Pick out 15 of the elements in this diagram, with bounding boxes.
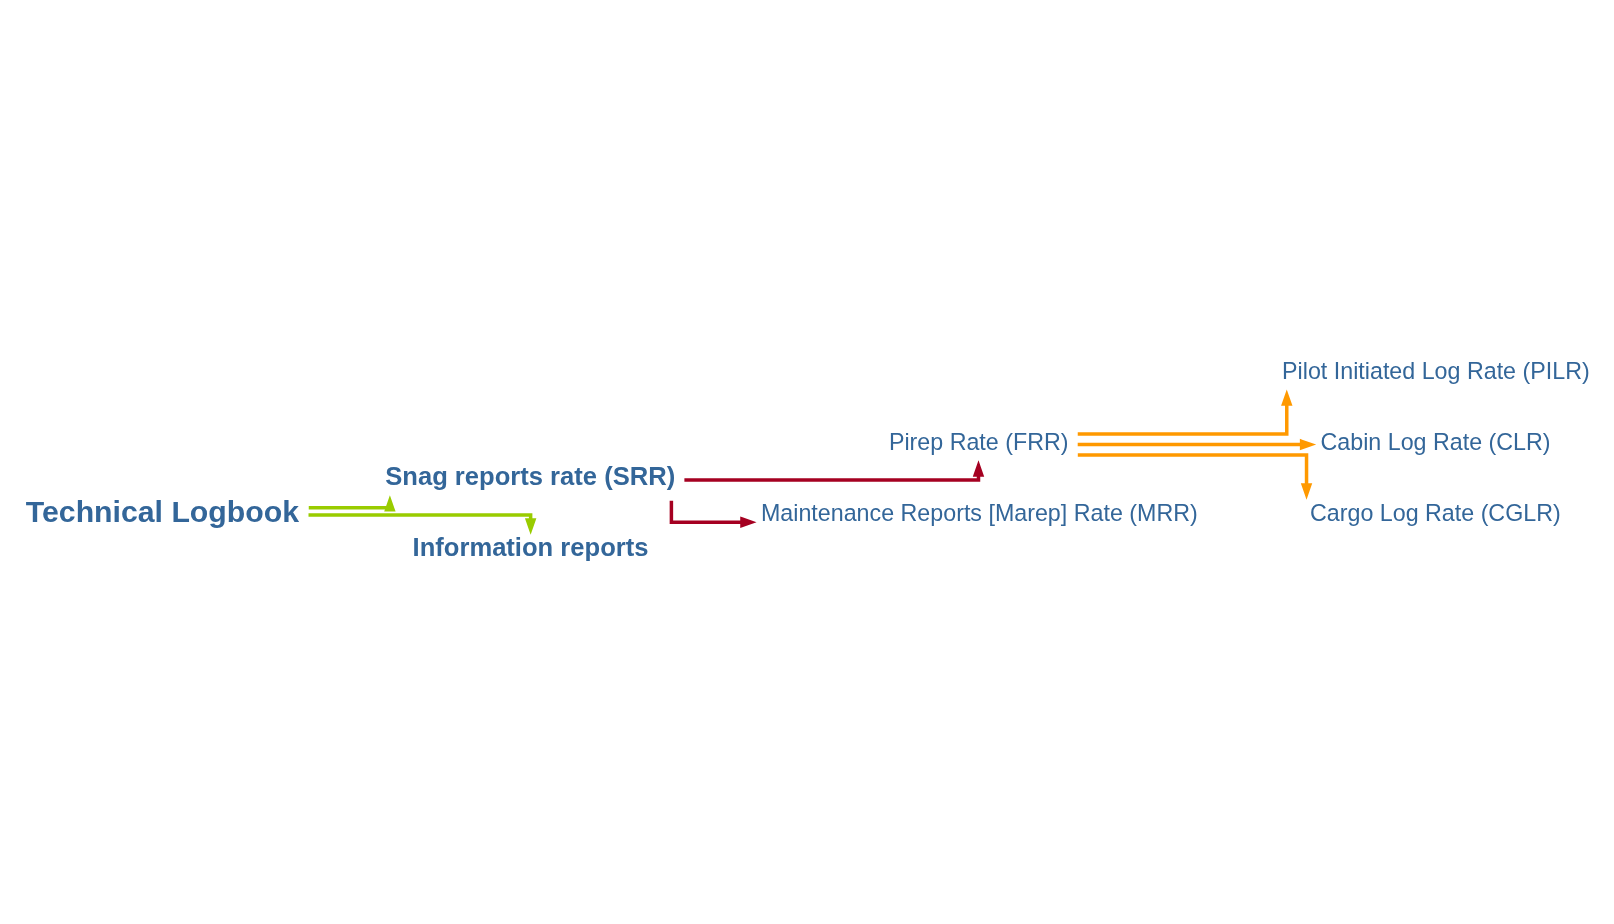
arrow — [683, 460, 984, 482]
node-text: Cabin Log Rate (CLR) — [1320, 429, 1551, 456]
node-text: Snag reports rate (SRR) — [384, 461, 675, 490]
arrow — [1077, 389, 1292, 436]
node-text: Pilot Initiated Log Rate (PILR) — [1281, 358, 1590, 385]
arrow — [308, 495, 396, 512]
arrow — [1077, 438, 1316, 451]
node-text: Information reports — [412, 532, 648, 561]
arrow — [308, 513, 536, 535]
arrow — [669, 500, 757, 528]
node-text: Pirep Rate (FRR) — [888, 429, 1069, 456]
node-text: Cargo Log Rate (CGLR) — [1309, 500, 1561, 527]
arrow — [1077, 453, 1312, 500]
node-text: Technical Logbook — [25, 494, 299, 528]
node-text: Maintenance Reports [Marep] Rate (MRR) — [760, 500, 1198, 527]
